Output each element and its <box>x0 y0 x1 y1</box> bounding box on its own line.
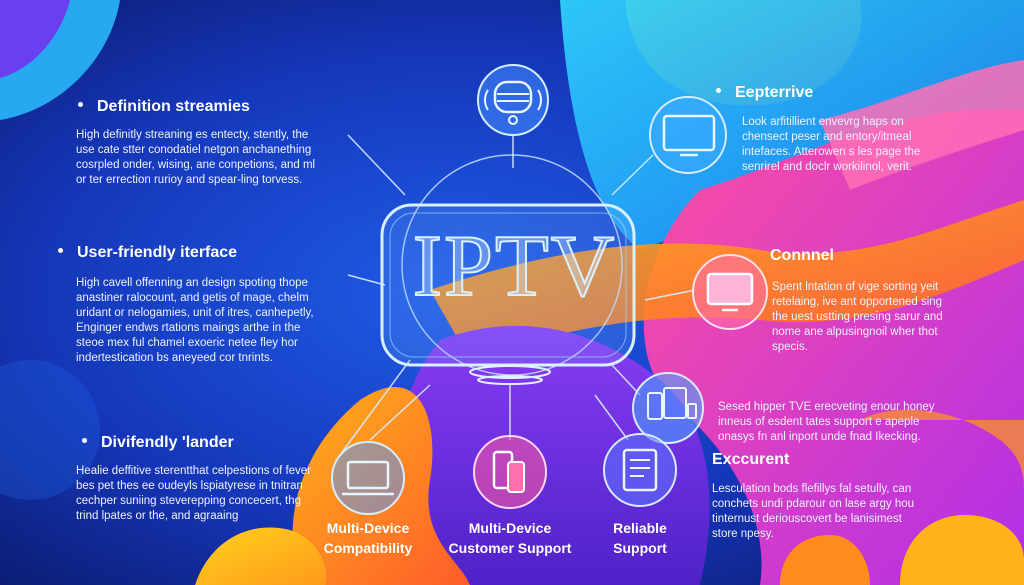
laptop-icon <box>331 441 405 515</box>
body-line: senrirel and doclr workilinol, verit. <box>742 161 913 173</box>
section-heading: Exccurent <box>712 451 790 468</box>
body-line: retelaing, ive ant opportened sing <box>772 296 943 308</box>
devices-icon <box>632 372 704 444</box>
body-line: store npesy. <box>712 528 774 540</box>
bullet-icon <box>58 248 63 254</box>
bullet-icon <box>78 102 83 108</box>
right-section-2: Connnel <box>770 247 834 265</box>
right-section-1: Eepterrive <box>716 84 813 102</box>
body-line: Sesed hipper TVE erecveting enour honey <box>718 401 935 413</box>
right-section-4: Exccurent <box>712 451 789 469</box>
bullet-icon <box>82 438 87 444</box>
body-line: use cate stter conodatiel netgon anchane… <box>76 144 312 156</box>
body-line: or ter errection rurioy and spear-ling t… <box>76 174 303 186</box>
body-line: Healie deffitive sterentthat celpestions… <box>76 465 312 477</box>
body-line: steoe mex ful chamel exoeric netee fley … <box>76 337 298 349</box>
right-section-2-body: Spent lntation of vige sorting yeit rete… <box>772 280 943 355</box>
smartphone-icon <box>473 435 547 509</box>
left-section-1-body: High definitly streaning es entecty, ste… <box>76 128 315 188</box>
left-section-3: Divifendly 'lander <box>82 434 234 452</box>
section-heading: Divifendly 'lander <box>101 434 234 451</box>
left-section-2: User-friendly iterface <box>58 244 237 262</box>
body-line: intefaces. Atterowen s les page the <box>742 146 921 158</box>
body-line: Enginger endws rtations maings arthe in … <box>76 322 301 334</box>
caption-line: Multi-Device <box>326 520 410 536</box>
caption-line: Multi-Device <box>468 520 552 536</box>
feature-caption-1: Multi-Device Compatibility <box>298 518 438 558</box>
body-line: Spent lntation of vige sorting yeit <box>772 281 939 293</box>
robot-icon <box>477 64 549 136</box>
body-line: Lesculation bods flefillys fal setully, … <box>712 483 912 495</box>
right-section-1-body: Look arfitillient envevrg haps on chense… <box>742 115 920 175</box>
section-heading: Definition streamies <box>97 98 250 115</box>
body-line: trind lpates or the, and agraaing <box>76 510 239 522</box>
bullet-icon <box>716 88 721 94</box>
caption-line: Reliable <box>613 520 667 536</box>
left-section-3-body: Healie deffitive sterentthat celpestions… <box>76 464 311 524</box>
body-line: indertestication bs aneyeed cor tnrints. <box>76 352 273 364</box>
feature-caption-2: Multi-Device Customer Support <box>440 518 580 558</box>
body-line: chensect peser and entory/itmeal <box>742 131 912 143</box>
body-line: inneus of esdent tates support e apeple <box>718 416 920 428</box>
left-section-2-body: High cavell offenning an design spoting … <box>76 276 314 366</box>
body-line: onasys fn anl inport unde fnad Ikecking. <box>718 431 921 443</box>
left-section-1: Definition streamies <box>78 98 250 116</box>
feature-caption-3: Reliable Support <box>570 518 710 558</box>
body-line: the uest ustting presing sarur and <box>772 311 943 323</box>
body-line: High definitly streaning es entecty, ste… <box>76 129 309 141</box>
body-line: conchets undi pdarour on lase argy hou <box>712 498 915 510</box>
body-line: specis. <box>772 341 808 353</box>
caption-line: Compatibility <box>323 540 413 556</box>
right-section-3-body: Sesed hipper TVE erecveting enour honey … <box>718 400 935 445</box>
section-heading: User-friendly iterface <box>77 244 238 261</box>
caption-line: Support <box>613 540 667 556</box>
body-line: cechper suniing steverepping concecert, … <box>76 495 302 507</box>
body-line: anastiner ralocount, and getis of mage, … <box>76 292 309 304</box>
body-line: Look arfitillient envevrg haps on <box>742 116 904 128</box>
body-line: uridant or nelogamies, unit of itres, ca… <box>76 307 314 319</box>
caption-line: Customer Support <box>448 540 572 556</box>
right-section-4-body: Lesculation bods flefillys fal setully, … <box>712 482 914 542</box>
body-line: cosrpled onder, wising, ane conpetions, … <box>76 159 316 171</box>
monitor-icon <box>649 96 727 174</box>
section-heading: Connnel <box>770 247 834 264</box>
tablet-icon <box>603 433 677 507</box>
body-line: bes pet thes ee oudeyls lspiatyrese in t… <box>76 480 303 492</box>
body-line: nome ane alpusingnoil wher thot <box>772 326 938 338</box>
body-line: tinternust deriouscovert be lanisimest <box>712 513 902 525</box>
iptv-logo: IPTV <box>412 217 617 316</box>
tv-icon <box>692 254 768 330</box>
body-line: High cavell offenning an design spoting … <box>76 277 308 289</box>
section-heading: Eepterrive <box>735 84 814 101</box>
